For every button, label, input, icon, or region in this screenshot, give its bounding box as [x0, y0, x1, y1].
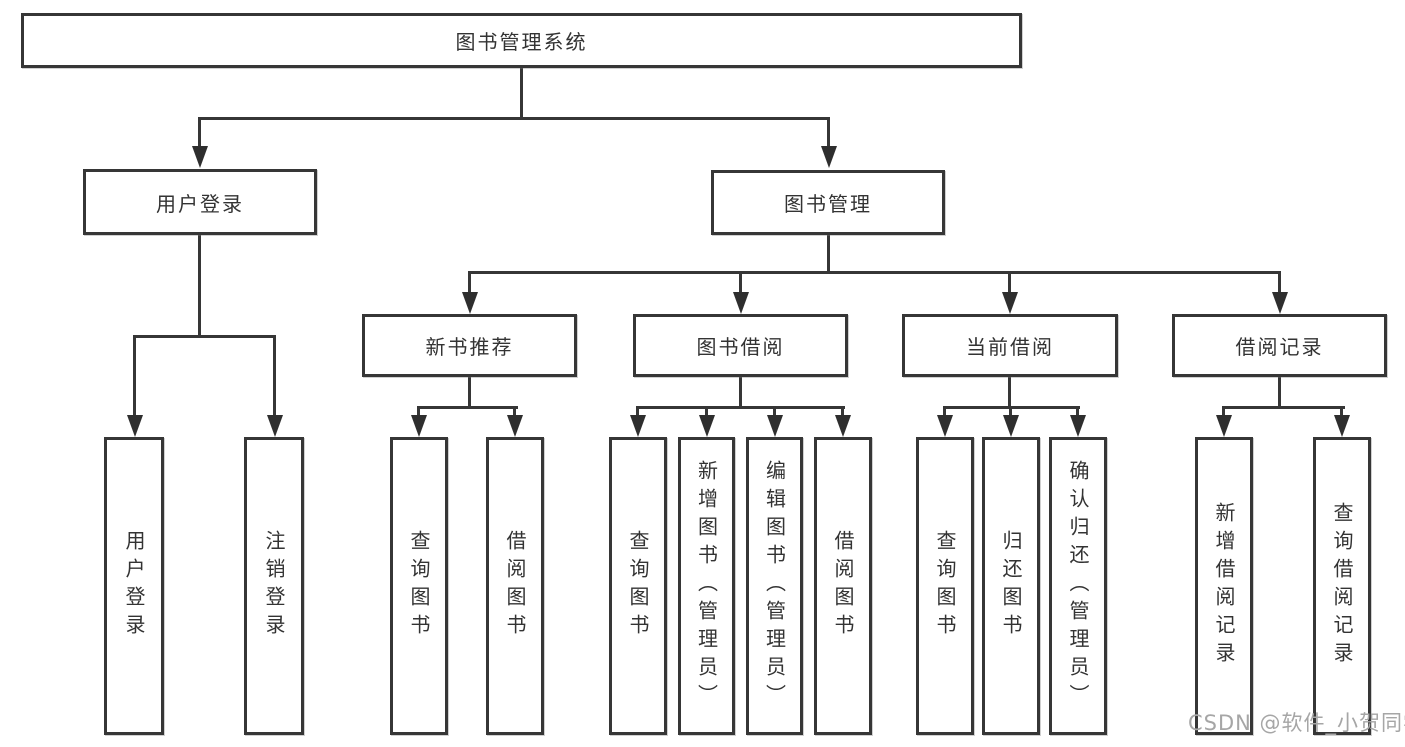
arrowhead-icon: [937, 415, 953, 437]
node-label: 图书管理: [784, 192, 872, 216]
arrowhead-icon: [127, 415, 143, 437]
node-label: 图书借阅: [696, 335, 785, 359]
leaf-label: 编辑图书（管理员）: [762, 460, 787, 712]
arrowhead-icon: [267, 415, 283, 437]
connector-line: [1222, 406, 1345, 409]
arrowhead-icon: [192, 146, 208, 168]
connector-line: [1278, 271, 1281, 294]
arrowhead-icon: [462, 292, 478, 314]
node-leaf-confirm-return-admin: 确认归还（管理员）: [1049, 437, 1107, 735]
node-label: 借阅记录: [1235, 335, 1324, 359]
connector-line: [417, 406, 420, 418]
arrowhead-icon: [767, 415, 783, 437]
connector-line: [827, 117, 830, 151]
connector-line: [1008, 377, 1011, 408]
node-leaf-logout: 注销登录: [244, 437, 304, 735]
connector-line: [739, 271, 742, 294]
node-leaf-query-book-1: 查询图书: [390, 437, 448, 735]
connector-line: [198, 235, 201, 335]
arrowhead-icon: [1002, 292, 1018, 314]
leaf-label: 查询图书: [626, 530, 650, 642]
leaf-label: 查询图书: [933, 530, 957, 642]
leaf-label: 借阅图书: [831, 530, 855, 642]
connector-line: [468, 377, 471, 408]
node-leaf-query-book-3: 查询图书: [916, 437, 974, 735]
node-leaf-borrow-book-2: 借阅图书: [814, 437, 872, 735]
node-new-book-recommend: 新书推荐: [362, 314, 577, 377]
arrowhead-icon: [1334, 415, 1350, 437]
leaf-label: 注销登录: [262, 530, 286, 642]
node-label: 新书推荐: [425, 335, 514, 359]
arrowhead-icon: [1272, 292, 1288, 314]
leaf-label: 借阅图书: [503, 530, 527, 642]
node-borrow-records: 借阅记录: [1172, 314, 1387, 377]
leaf-label: 确认归还（管理员）: [1066, 460, 1090, 712]
arrowhead-icon: [835, 415, 851, 437]
node-leaf-query-book-2: 查询图书: [609, 437, 667, 735]
leaf-label: 查询图书: [407, 530, 431, 642]
node-label: 图书管理系统: [455, 30, 588, 54]
node-leaf-user-login: 用户登录: [104, 437, 164, 735]
connector-line: [133, 335, 136, 417]
connector-line: [636, 406, 845, 409]
connector-line: [513, 406, 516, 418]
connector-line: [1008, 271, 1011, 294]
connector-line: [943, 406, 946, 418]
leaf-label: 新增借阅记录: [1212, 502, 1236, 670]
node-user-login: 用户登录: [83, 169, 317, 235]
leaf-label: 新增图书（管理员）: [694, 460, 719, 712]
connector-line: [636, 406, 639, 418]
leaf-label: 用户登录: [122, 530, 146, 642]
arrowhead-icon: [1003, 415, 1019, 437]
node-book-management: 图书管理: [711, 170, 945, 235]
arrowhead-icon: [821, 146, 837, 168]
arrowhead-icon: [411, 415, 427, 437]
connector-line: [1076, 406, 1079, 418]
node-leaf-edit-book-admin: 编辑图书（管理员）: [746, 437, 803, 735]
node-root-system: 图书管理系统: [21, 13, 1022, 68]
leaf-label: 查询借阅记录: [1330, 502, 1354, 670]
arrowhead-icon: [699, 415, 715, 437]
connector-line: [773, 406, 776, 418]
connector-line: [827, 235, 830, 273]
connector-line: [705, 406, 708, 418]
arrowhead-icon: [507, 415, 523, 437]
node-leaf-return-book: 归还图书: [982, 437, 1040, 735]
node-leaf-add-book-admin: 新增图书（管理员）: [678, 437, 735, 735]
connector-line: [468, 271, 1281, 274]
connector-line: [198, 117, 830, 120]
connector-line: [739, 377, 742, 408]
leaf-label: 归还图书: [999, 530, 1023, 642]
connector-line: [198, 117, 201, 151]
connector-line: [273, 335, 276, 417]
node-label: 用户登录: [156, 191, 244, 216]
connector-line: [417, 406, 518, 409]
connector-line: [1340, 406, 1343, 418]
connector-line: [1009, 406, 1012, 418]
node-book-borrow: 图书借阅: [633, 314, 848, 377]
arrowhead-icon: [630, 415, 646, 437]
connector-line: [1278, 377, 1281, 408]
connector-line: [468, 271, 471, 294]
node-label: 当前借阅: [966, 335, 1054, 359]
node-leaf-borrow-book-1: 借阅图书: [486, 437, 544, 735]
connector-line: [520, 68, 523, 118]
connector-line: [1222, 406, 1225, 418]
arrowhead-icon: [1070, 415, 1086, 437]
arrowhead-icon: [1216, 415, 1232, 437]
node-leaf-add-borrow-record: 新增借阅记录: [1195, 437, 1253, 735]
csdn-watermark: CSDN @软件_小贺同学: [1188, 711, 1405, 735]
connector-line: [841, 406, 844, 418]
node-leaf-query-borrow-record: 查询借阅记录: [1313, 437, 1371, 735]
connector-line: [133, 335, 276, 338]
arrowhead-icon: [733, 292, 749, 314]
node-current-borrow: 当前借阅: [902, 314, 1118, 377]
